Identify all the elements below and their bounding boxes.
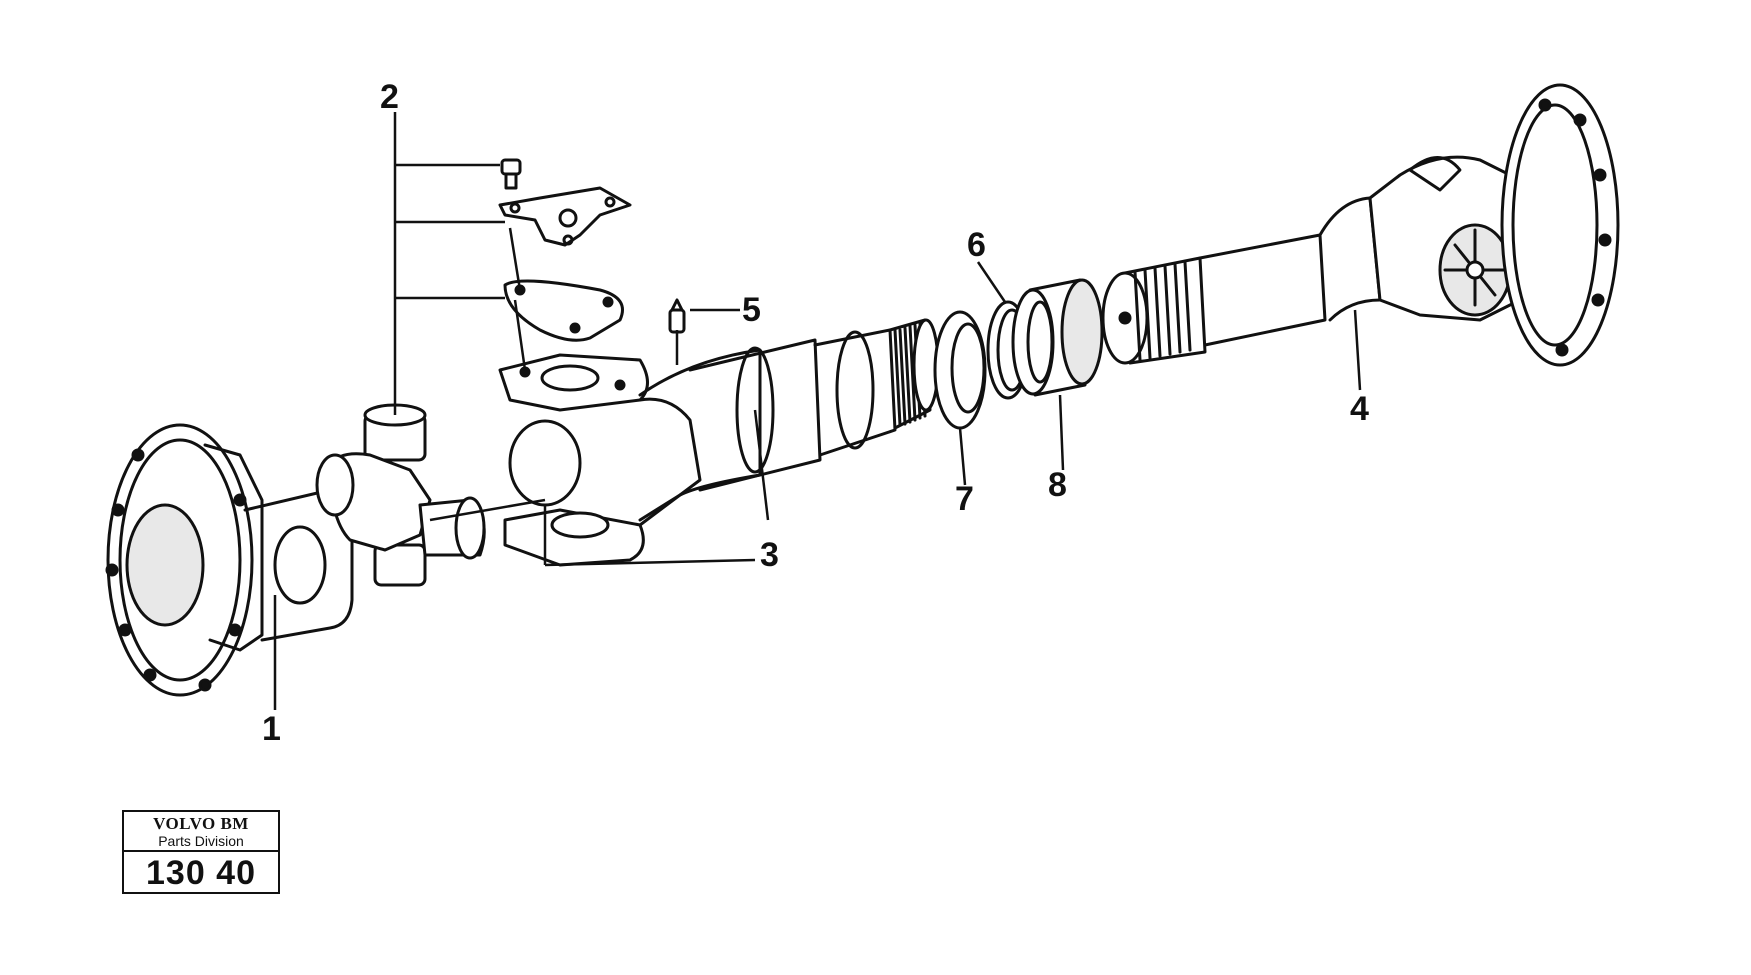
callout-4: 4 [1350, 390, 1369, 428]
stamp-code: 130 40 [146, 854, 256, 892]
universal-joint-cross [315, 403, 486, 587]
bolt [500, 158, 522, 190]
leader-lines [273, 112, 1362, 710]
callout-5: 5 [742, 291, 761, 329]
splined-sleeve [1011, 278, 1104, 397]
callout-7: 7 [955, 480, 974, 518]
stamp-division: Parts Division [124, 833, 278, 852]
lock-plate [498, 186, 632, 247]
parts-stamp: VOLVO BM Parts Division 130 40 [122, 810, 280, 894]
slip-yoke-shaft [498, 318, 940, 567]
splined-shaft-yoke [1101, 83, 1620, 367]
grease-nipple [668, 298, 686, 334]
callout-2: 2 [380, 78, 399, 116]
cover-plate [503, 279, 624, 342]
seal-ring [933, 310, 987, 430]
stamp-brand: VOLVO BM [153, 814, 249, 833]
callout-1: 1 [262, 710, 281, 748]
callout-6: 6 [967, 226, 986, 264]
callout-8: 8 [1048, 466, 1067, 504]
flange-yoke-left [105, 423, 354, 697]
callout-3: 3 [760, 536, 779, 574]
